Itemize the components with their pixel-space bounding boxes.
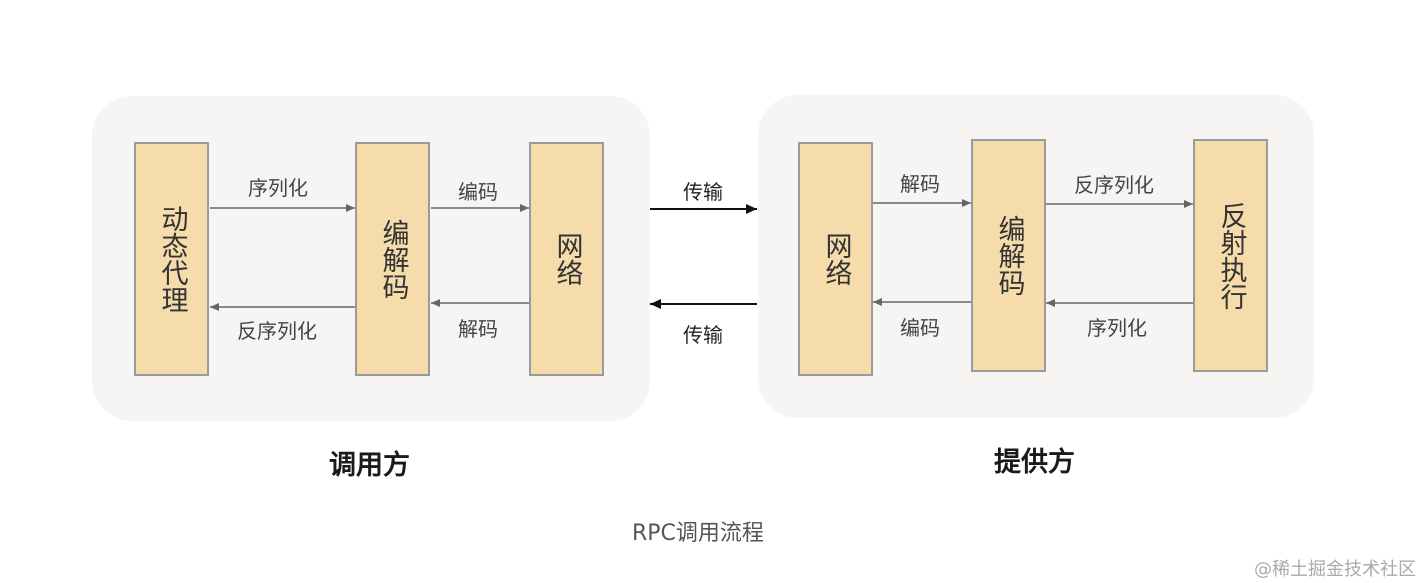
caller-label-decode: 解码 <box>458 317 498 341</box>
caller-title: 调用方 <box>329 450 410 481</box>
provider-box-codec: 编解码 <box>971 139 1046 372</box>
provider-box-network-label: 网络 <box>820 232 852 286</box>
provider-label-encode: 编码 <box>900 316 940 340</box>
provider-box-reflection-label: 反射执行 <box>1215 201 1247 310</box>
provider-label-decode: 解码 <box>900 172 940 196</box>
caller-box-network-label: 网络 <box>551 232 583 286</box>
provider-box-codec-label: 编解码 <box>993 215 1025 296</box>
provider-box-network: 网络 <box>798 142 873 376</box>
caller-label-encode: 编码 <box>458 180 498 204</box>
transport-label-bottom: 传输 <box>683 323 723 347</box>
provider-box-reflection: 反射执行 <box>1193 139 1268 372</box>
provider-label-deserialize: 反序列化 <box>1074 173 1154 197</box>
caller-box-codec-label: 编解码 <box>377 218 409 300</box>
caller-box-network: 网络 <box>529 142 604 376</box>
watermark: @稀土掘金技术社区 <box>1254 559 1416 580</box>
caller-label-serialize: 序列化 <box>248 176 308 200</box>
caller-label-deserialize: 反序列化 <box>237 319 317 343</box>
provider-label-serialize: 序列化 <box>1087 316 1147 340</box>
figure-caption: RPC调用流程 <box>632 521 764 546</box>
caller-box-codec: 编解码 <box>355 142 430 376</box>
caller-box-dynamic-proxy: 动态代理 <box>134 142 209 376</box>
provider-title: 提供方 <box>994 447 1075 478</box>
caller-box-dynamic-proxy-label: 动态代理 <box>156 205 188 313</box>
transport-label-top: 传输 <box>683 180 723 204</box>
